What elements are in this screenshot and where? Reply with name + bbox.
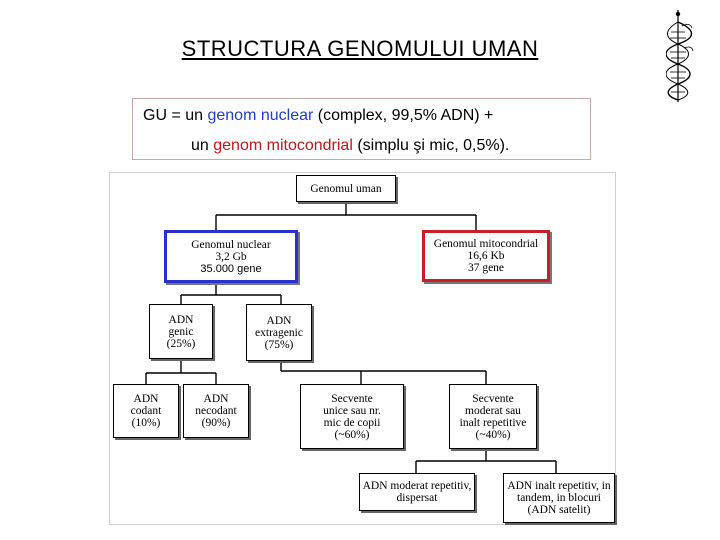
dna-helix-icon	[666, 10, 694, 102]
summary-line-1: GU = un genom nuclear (complex, 99,5% AD…	[143, 107, 494, 124]
tree-connectors	[145, 203, 557, 473]
genome-tree-diagram: Genomul uman Genomul nuclear 3,2 Gb 35.0…	[109, 172, 616, 525]
node-human-genome: Genomul uman	[296, 175, 396, 202]
node-genic-dna: ADN genic (25%)	[149, 304, 213, 359]
node-mitochondrial-genome: Genomul mitocondrial 16,6 Kb 37 gene	[422, 230, 550, 282]
node-noncoding-dna: ADN necodant (90%)	[183, 384, 249, 438]
node-nuclear-genome: Genomul nuclear 3,2 Gb 35.000 gene	[164, 230, 298, 283]
page-title: STRUCTURA GENOMULUI UMAN	[181, 36, 539, 61]
nuclear-genome-label: genom nuclear	[207, 107, 314, 124]
node-repetitive-sequences: Secvente moderat sau inalt repetitive (~…	[449, 384, 537, 449]
node-satellite-dna: ADN inalt repetitiv, in tandem, in blocu…	[503, 473, 615, 523]
genome-summary-box: GU = un genom nuclear (complex, 99,5% AD…	[132, 98, 591, 160]
node-unique-sequences: Secvente unice sau nr. mic de copii (~60…	[300, 384, 404, 449]
node-extragenic-dna: ADN extragenic (75%)	[246, 304, 312, 361]
node-coding-dna: ADN codant (10%)	[113, 384, 179, 438]
mitochondrial-genome-label: genom mitocondrial	[213, 137, 353, 154]
node-dispersed-dna: ADN moderat repetitiv, dispersat	[359, 473, 475, 511]
summary-line-2: un genom mitocondrial (simplu şi mic, 0,…	[191, 137, 510, 154]
